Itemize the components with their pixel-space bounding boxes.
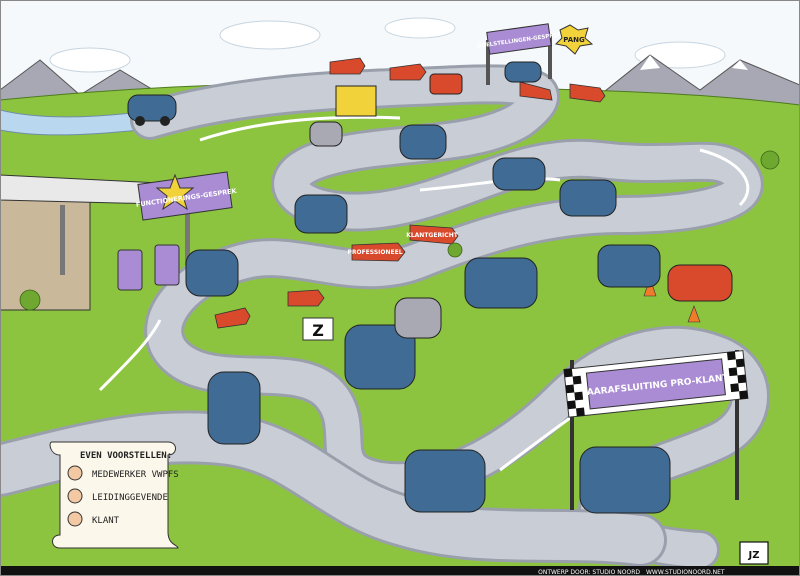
car-3 (399, 124, 447, 160)
gas-pumps (117, 244, 180, 291)
car-7 (185, 249, 239, 297)
woman-face-icon (67, 465, 83, 481)
z-sign: Z (302, 317, 334, 341)
arrow-signs: PROFESSIONEEL KLANTGERICHT (214, 57, 606, 329)
car-grey (394, 297, 442, 339)
pang-text: PANG (563, 36, 585, 44)
car-2 (504, 61, 542, 83)
pang-burst: PANG (554, 24, 594, 55)
guard-rails (98, 115, 750, 472)
arrow-klantgericht: KLANTGERICHT (406, 224, 459, 245)
car-5 (559, 179, 617, 217)
arrow-professioneel: PROFESSIONEEL (347, 242, 406, 262)
car-10 (344, 324, 416, 390)
legend-panel: EVEN VOORSTELLEN: MEDEWERKER VWPFS LEIDI… (49, 441, 179, 549)
legend-title: EVEN VOORSTELLEN: (80, 451, 172, 461)
car-13 (579, 446, 671, 514)
legend-item-label: MEDEWERKER VWPFS (92, 470, 179, 480)
car-6 (294, 194, 348, 234)
z-sign-text: Z (312, 321, 324, 340)
car-1 (127, 94, 177, 126)
man-face-icon (67, 488, 83, 504)
footer-bar: ONTWERP DOOR: STUDIO NOORD WWW.STUDIONOO… (0, 541, 800, 576)
legend-item-label: LEIDINGGEVENDE (92, 493, 168, 503)
legend-item-1: MEDEWERKER VWPFS (67, 465, 179, 481)
arrow-professioneel-text: PROFESSIONEEL (347, 249, 402, 256)
arrow-klantgericht-text: KLANTGERICHT (406, 232, 459, 239)
car-8 (464, 257, 538, 309)
car-red (667, 264, 733, 302)
truck-yellow (335, 85, 377, 117)
cars (127, 61, 733, 514)
legend-item-2: LEIDINGGEVENDE (67, 488, 168, 504)
footer-url: WWW.STUDIONOORD.NET (646, 569, 725, 576)
car-9 (597, 244, 661, 288)
studio-logo-text: JZ (748, 550, 760, 561)
car-12 (404, 449, 486, 513)
studio-logo (739, 541, 769, 565)
mustache-man-icon (67, 511, 83, 527)
footer-credit: ONTWERP DOOR: STUDIO NOORD (538, 569, 640, 576)
legend-item-3: KLANT (67, 511, 120, 527)
car-11 (207, 371, 261, 445)
car-4 (492, 157, 546, 191)
legend-item-label: KLANT (92, 516, 120, 526)
car-grey-top (309, 121, 343, 147)
jaarafsluiting-banner: JAARAFSLUITING PRO-KLANT (563, 350, 749, 510)
doelstellingengesprek-banner: DOELSTELLINGEN-GESPREK (477, 23, 563, 85)
functioneringsgesprek-sign: FUNCTIONERINGS-GESPREK (135, 171, 238, 221)
bushes (19, 150, 780, 311)
bus-red (429, 73, 463, 95)
